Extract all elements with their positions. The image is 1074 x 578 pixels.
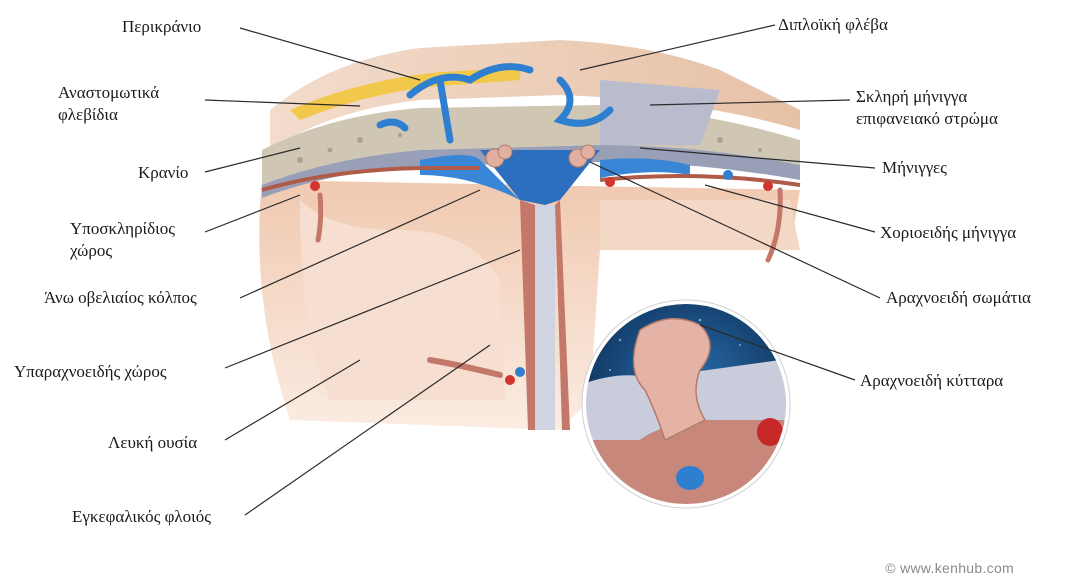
label-white-matter: Λευκή ουσία <box>108 432 197 454</box>
label-cerebral-cortex: Εγκεφαλικός φλοιός <box>72 506 211 528</box>
label-anastomotic-veins: Αναστομωτικά φλεβίδια <box>58 82 159 126</box>
label-pia-mater: Χοριοειδής μήνιγγα <box>880 222 1016 244</box>
credit-watermark: © www.kenhub.com <box>885 560 1014 576</box>
falx-cerebri <box>535 205 555 430</box>
label-arachnoid-granulations: Αραχνοειδή σωμάτια <box>886 287 1031 309</box>
label-superior-sagittal-sinus: Άνω οβελιαίος κόλπος <box>44 287 197 309</box>
label-dura-periosteal: Σκληρή μήνιγγα επιφανειακό στρώμα <box>856 86 998 130</box>
label-pericranium: Περικράνιο <box>122 16 201 38</box>
label-subarachnoid-space: Υπαραχνοειδής χώρος <box>14 361 167 383</box>
label-skull: Κρανίο <box>138 162 188 184</box>
label-meninges: Μήνιγγες <box>882 157 947 179</box>
label-subdural-space: Υποσκληρίδιος χώρος <box>70 218 175 262</box>
label-diploic-vein: Διπλοϊκή φλέβα <box>778 14 888 36</box>
label-arachnoid-cells: Αραχνοειδή κύτταρα <box>860 370 1003 392</box>
